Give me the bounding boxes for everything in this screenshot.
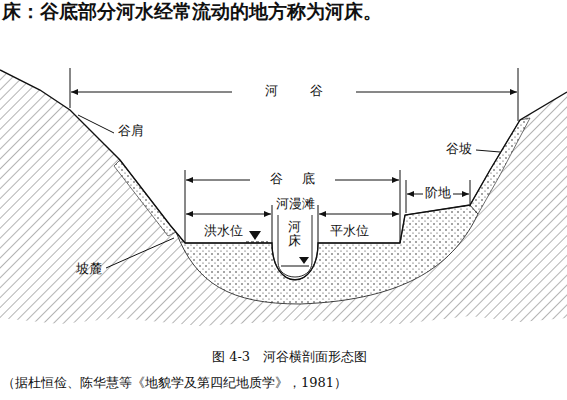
part-label: 谷肩 bbox=[118, 124, 144, 139]
figure-caption: 图 4-3 河谷横剖面形态图 bbox=[212, 350, 367, 365]
heading-text: 床：谷底部分河水经常流动的地方称为河床。 bbox=[2, 1, 382, 23]
part-label: 河谷 bbox=[232, 84, 356, 99]
part-label: 坡麓 bbox=[76, 262, 102, 277]
part-label: 河床 bbox=[288, 220, 301, 249]
slope-deposit bbox=[470, 118, 530, 214]
leader-line bbox=[106, 238, 174, 268]
water-level-symbol bbox=[299, 257, 309, 264]
dimension-line bbox=[186, 214, 271, 215]
water-level-label: 洪水位 bbox=[204, 224, 243, 239]
part-label: 谷底 bbox=[250, 172, 335, 187]
dimension-tick bbox=[518, 68, 519, 121]
ground-surface bbox=[0, 70, 567, 280]
part-label: 谷坡 bbox=[446, 142, 472, 157]
water-level-symbol bbox=[249, 231, 261, 240]
leader-line bbox=[476, 150, 500, 152]
alluvium bbox=[176, 205, 478, 304]
dimension-tick bbox=[406, 180, 407, 213]
dimension-tick bbox=[318, 205, 319, 243]
slope-deposit bbox=[114, 160, 176, 236]
dimension-tick bbox=[70, 68, 71, 108]
part-label: 阶地 bbox=[423, 186, 453, 201]
source-note: （据杜恒俭、陈华慧等《地貌学及第四纪地质学》，1981） bbox=[2, 376, 347, 391]
water-level-label: 平水位 bbox=[330, 224, 369, 239]
bedrock bbox=[0, 70, 567, 326]
water-line bbox=[246, 242, 268, 243]
dimension-tick bbox=[470, 180, 471, 204]
dimension-line bbox=[319, 214, 399, 215]
water-line bbox=[281, 266, 309, 267]
dimension-tick bbox=[272, 205, 273, 243]
leader-line bbox=[78, 115, 114, 133]
part-label: 河漫滩 bbox=[276, 197, 315, 212]
riverbed-outline bbox=[278, 215, 312, 277]
dimension-tick bbox=[185, 170, 186, 243]
dimension-tick bbox=[400, 170, 401, 243]
